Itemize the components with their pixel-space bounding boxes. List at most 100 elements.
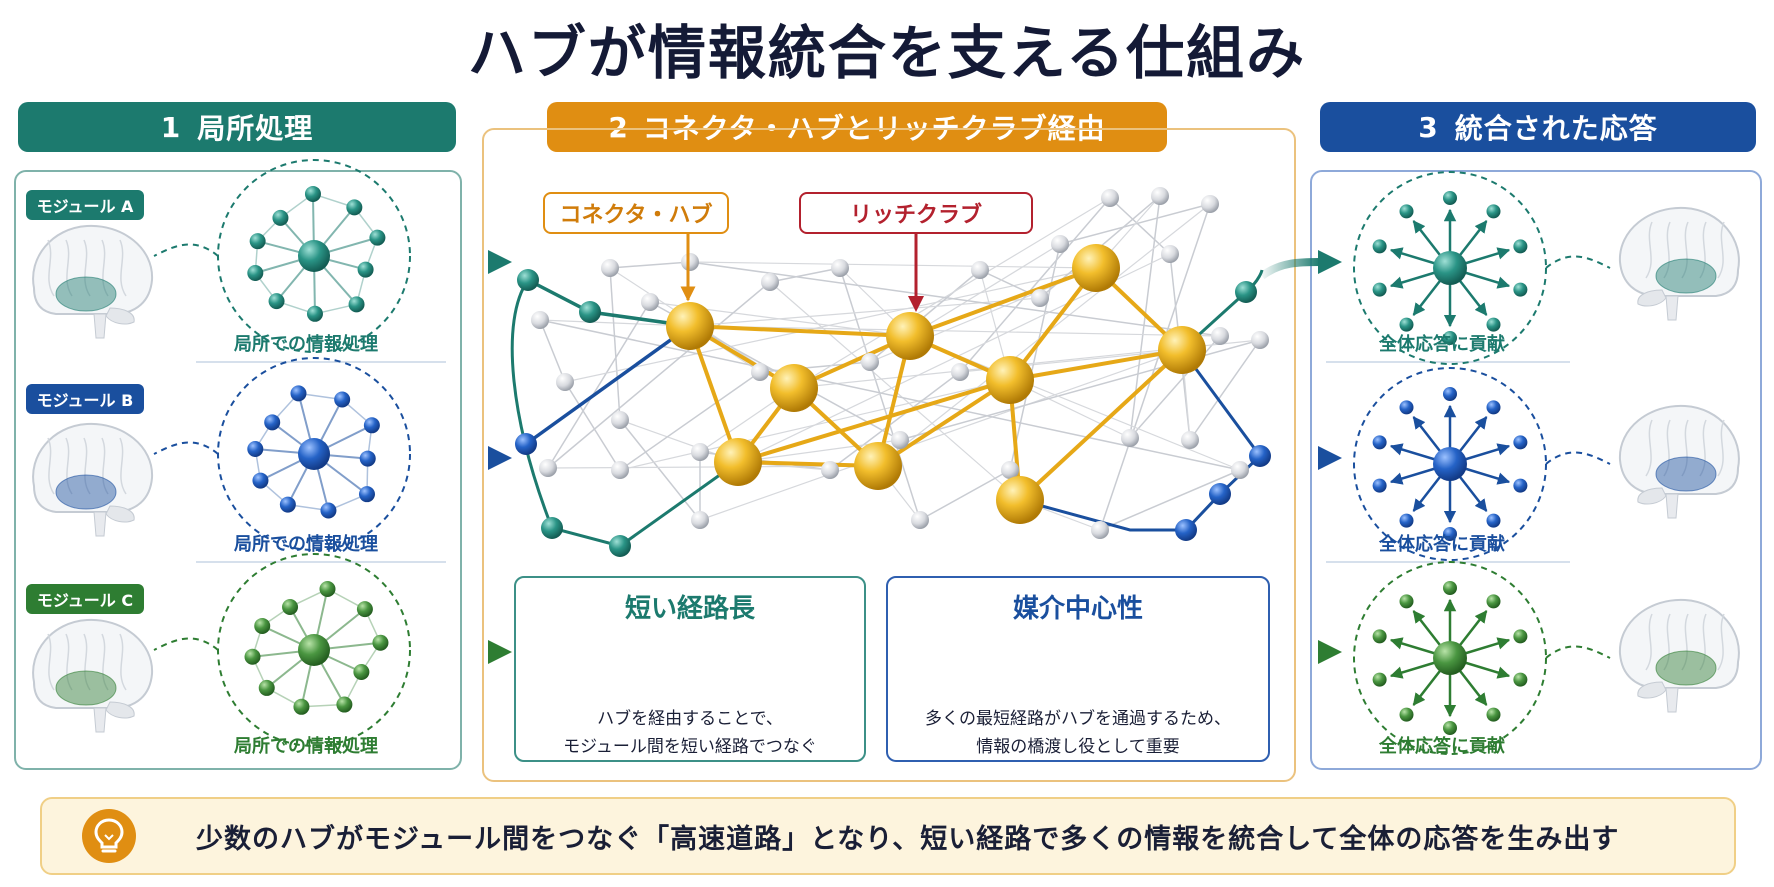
- brain-cerebellum: [105, 505, 135, 523]
- brain-fold: [1681, 613, 1689, 671]
- module-node: [272, 209, 289, 226]
- network-node: [911, 511, 929, 529]
- response-node: [1486, 707, 1501, 722]
- network-edge: [699, 349, 1183, 521]
- brain-fold: [1645, 419, 1653, 477]
- brain-fold: [1663, 221, 1671, 279]
- brain-fold: [1699, 613, 1707, 671]
- summary-banner: 少数のハブがモジュール間をつなぐ「高速道路」となり、短い経路で多くの情報を統合し…: [40, 797, 1736, 875]
- blue-node: [515, 433, 537, 455]
- module-node: [268, 293, 285, 310]
- brain-icon: [32, 422, 154, 537]
- rich-club-hub-node: [854, 442, 902, 490]
- brain-stem: [1665, 493, 1679, 519]
- network-node: [1181, 431, 1199, 449]
- network-node: [1251, 331, 1269, 349]
- network-edge: [769, 267, 841, 283]
- short-path-desc-1: ハブを経由することで、: [597, 709, 783, 729]
- brain-fold: [1717, 419, 1725, 477]
- network-node: [611, 411, 629, 429]
- brain-fold: [101, 633, 109, 691]
- response-node: [1372, 239, 1387, 254]
- network-node: [951, 363, 969, 381]
- column-number: 2: [608, 110, 629, 144]
- response-hub-node: [1433, 447, 1467, 481]
- module-node: [247, 440, 264, 457]
- brain-region: [55, 670, 117, 706]
- response-node: [1399, 594, 1414, 609]
- network-node: [1001, 461, 1019, 479]
- network-edge: [689, 261, 1221, 337]
- response-node: [1443, 387, 1457, 401]
- blue-node: [1249, 445, 1271, 467]
- module-node: [358, 486, 375, 503]
- network-node: [1151, 187, 1169, 205]
- column-number: 3: [1418, 110, 1439, 144]
- column-number: 1: [160, 110, 182, 144]
- rich-club-hub-node: [1072, 244, 1120, 292]
- brain-stem: [1665, 687, 1679, 713]
- brain-fold: [1717, 613, 1725, 671]
- brain-stem: [1665, 295, 1679, 321]
- blue-node: [1209, 483, 1231, 505]
- response-c-caption: 全体応答に貢献: [1379, 736, 1505, 757]
- network-node: [531, 311, 549, 329]
- hub-network: [510, 187, 1271, 557]
- module-c-label: モジュール C: [26, 584, 144, 614]
- network-node: [1091, 521, 1109, 539]
- network-node: [761, 273, 779, 291]
- response-node: [1399, 513, 1414, 528]
- brain-fold: [83, 437, 91, 495]
- module-node: [258, 679, 275, 696]
- brain-icon: [1618, 404, 1740, 519]
- brain-region: [1655, 258, 1717, 294]
- brain-stem: [93, 313, 107, 339]
- brain-fold: [65, 239, 73, 297]
- brain-fold: [1663, 419, 1671, 477]
- module-node: [346, 199, 363, 216]
- brain-fold: [1699, 221, 1707, 279]
- brain-link: [153, 637, 219, 651]
- response-network: [1353, 367, 1611, 561]
- module-hub-node: [298, 438, 330, 470]
- response-node: [1513, 435, 1528, 450]
- brain-fold: [119, 437, 127, 495]
- brain-fold: [83, 239, 91, 297]
- flow-arrows: [418, 250, 1342, 664]
- module-c-caption: 局所での情報処理: [234, 736, 378, 757]
- brain-fold: [47, 437, 55, 495]
- response-node: [1486, 400, 1501, 415]
- response-node: [1399, 204, 1414, 219]
- integrated-response-panel: [1310, 170, 1762, 770]
- teal-node: [517, 269, 539, 291]
- network-node: [1051, 235, 1069, 253]
- module-node: [252, 472, 269, 489]
- module-node: [290, 385, 307, 402]
- module-node: [306, 305, 323, 322]
- response-a-caption: 全体応答に貢献: [1379, 334, 1505, 355]
- column-header-hub: 2 コネクタ・ハブとリッチクラブ経由: [547, 102, 1167, 152]
- response-node: [1443, 721, 1457, 735]
- brain-fold: [101, 437, 109, 495]
- network-node: [611, 461, 629, 479]
- response-hub-node: [1433, 641, 1467, 675]
- response-network: [1353, 171, 1611, 365]
- network-node: [539, 459, 557, 477]
- rich-club-hub-node: [714, 438, 762, 486]
- module-network: [153, 159, 411, 353]
- network-edge: [829, 371, 961, 471]
- brain-icon: [1618, 598, 1740, 713]
- brain-fold: [1699, 419, 1707, 477]
- brain-cerebellum: [1637, 487, 1667, 505]
- network-node: [751, 363, 769, 381]
- response-node: [1513, 629, 1528, 644]
- teal-node: [579, 301, 601, 323]
- network-edge: [539, 319, 691, 327]
- network-edge: [1099, 469, 1241, 531]
- response-node: [1372, 435, 1387, 450]
- network-node: [601, 259, 619, 277]
- brain-cerebellum: [1637, 681, 1667, 699]
- response-node: [1513, 672, 1528, 687]
- betweenness-desc-2: 情報の橋渡し役として重要: [976, 737, 1180, 757]
